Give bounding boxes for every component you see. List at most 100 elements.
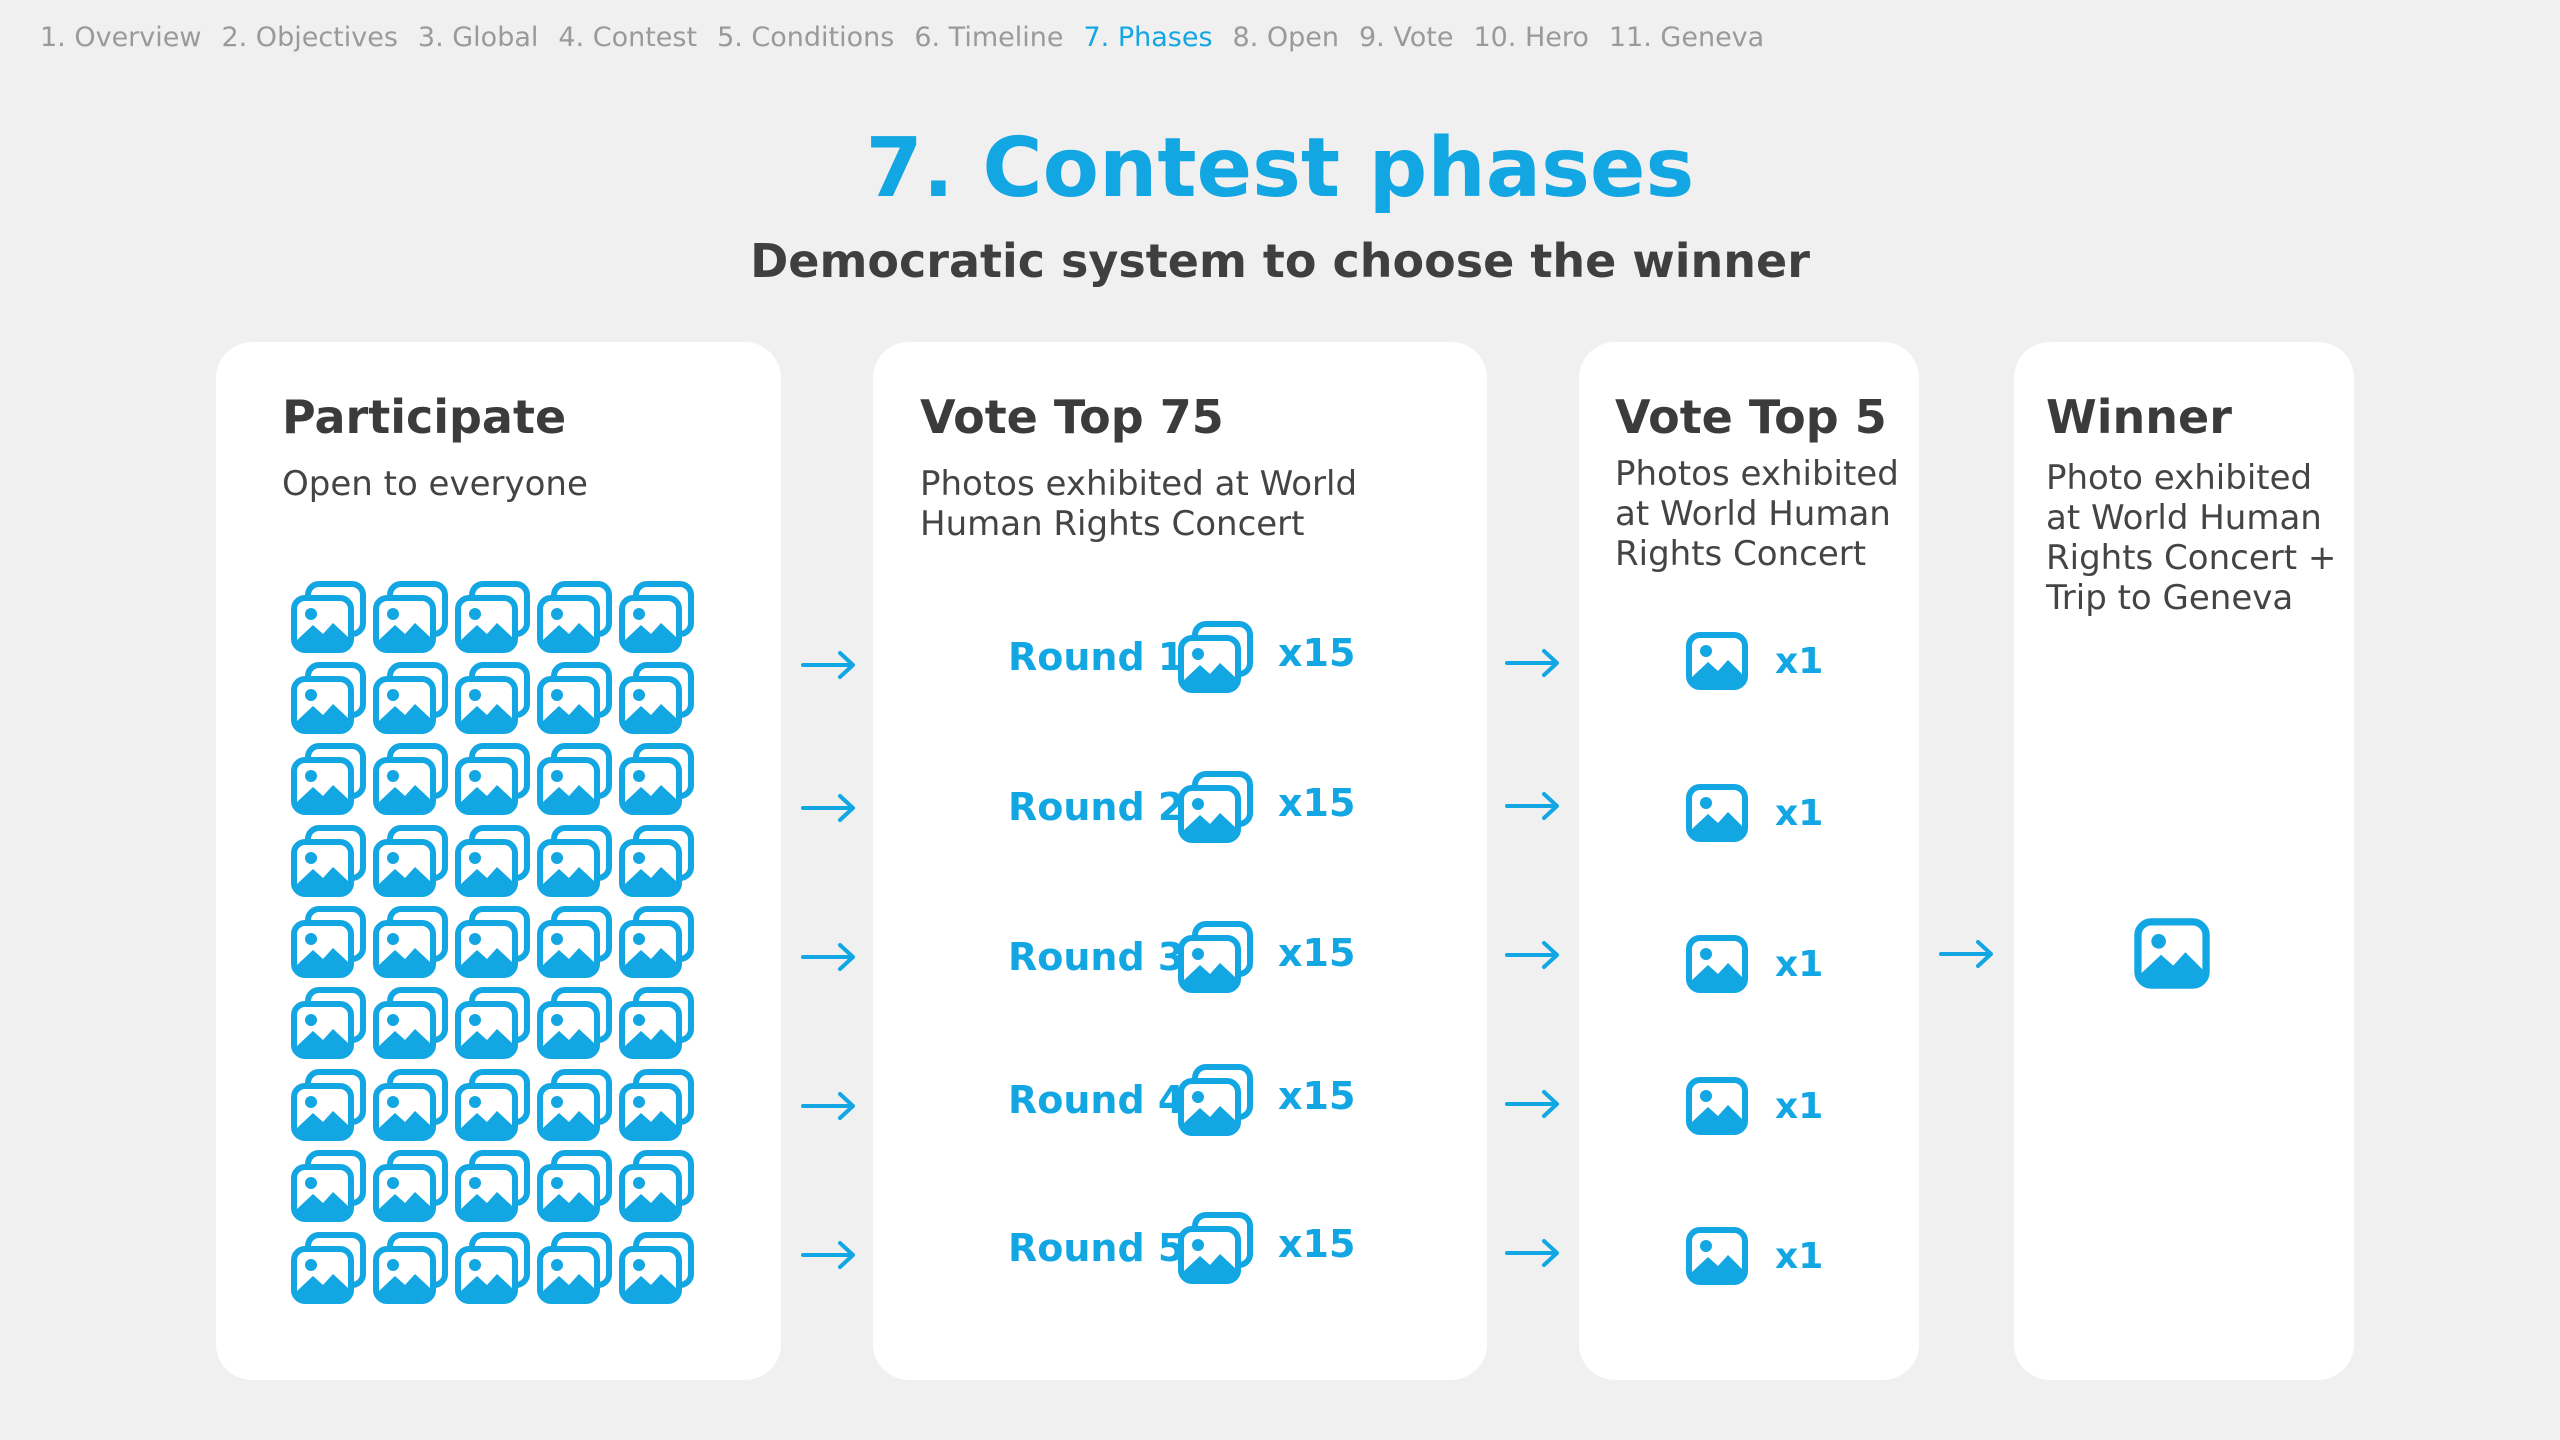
photo-stack-cell [288,1064,370,1145]
photo-stack-icon [537,661,613,735]
photo-stack-cell [288,902,370,983]
photo-stack-cell [452,983,534,1064]
photo-stack-icon [1178,620,1254,694]
arrow-right-icon [800,793,858,823]
participate-title: Participate [282,390,567,444]
photo-stack-cell [534,820,616,901]
photo-stack-icon [455,986,531,1060]
arrow-right-icon [800,1091,858,1121]
photo-stack-cell [452,1064,534,1145]
top75-card: Vote Top 75 Photos exhibited at World Hu… [873,342,1487,1380]
top75-description: Photos exhibited at World Human Rights C… [920,464,1358,544]
page-subtitle: Democratic system to choose the winner [750,234,1810,288]
photo-stack-icon [455,905,531,979]
photo-stack-cell [534,902,616,983]
arrow-right-icon [1504,940,1562,970]
photo-stack-cell [616,983,698,1064]
photo-stack-cell [288,739,370,820]
photo-icon [1685,1076,1749,1136]
finalist-row: x1 [1685,621,1823,701]
photo-stack-icon [291,742,367,816]
nav-item-phases[interactable]: 7. Phases [1083,22,1213,53]
round-label: Round 3 [1008,935,1185,979]
winner-card: Winner Photo exhibited at World Human Ri… [2014,342,2354,1380]
nav-item-overview[interactable]: 1. Overview [40,22,202,53]
finalist-count: x1 [1775,1085,1824,1127]
photo-stack-cell [534,657,616,738]
photo-stack-cell [370,902,452,983]
nav-item-timeline[interactable]: 6. Timeline [914,22,1064,53]
arrow-right-icon [1504,648,1562,678]
photo-stack-icon [291,824,367,898]
arrow-right-icon [800,942,858,972]
round-row: Round 4 x15 [1008,1060,1355,1140]
photo-stack-icon [455,580,531,654]
photo-stack-icon [291,1149,367,1223]
participate-description: Open to everyone [282,464,588,504]
photo-stack-cell [452,1146,534,1227]
round-row: Round 1 x15 [1008,617,1355,697]
photo-stack-icon [455,824,531,898]
nav-item-geneva[interactable]: 11. Geneva [1608,22,1765,53]
photo-icon [1685,934,1749,994]
photo-stack-icon [619,580,695,654]
round-row: Round 3 x15 [1008,917,1355,997]
nav-item-contest[interactable]: 4. Contest [558,22,698,53]
nav-item-vote[interactable]: 9. Vote [1359,22,1454,53]
photo-stack-cell [616,902,698,983]
round-count: x15 [1278,781,1356,825]
photo-icon [1685,783,1749,843]
nav-item-global[interactable]: 3. Global [417,22,539,53]
photo-stack-icon [537,824,613,898]
photo-stack-icon [291,1068,367,1142]
winner-title: Winner [2046,390,2232,444]
photo-stack-icon [455,661,531,735]
photo-stack-cell [370,820,452,901]
photo-stack-cell [288,576,370,657]
winner-photo-icon [2133,917,2211,990]
photo-stack-icon [537,1231,613,1305]
top5-title: Vote Top 5 [1615,390,1887,444]
finalist-row: x1 [1685,1216,1823,1296]
photo-stack-icon [373,661,449,735]
photo-stack-cell [534,739,616,820]
round-row: Round 2 x15 [1008,767,1355,847]
photo-stack-cell [288,820,370,901]
photo-stack-cell [452,820,534,901]
nav-item-hero[interactable]: 10. Hero [1473,22,1589,53]
photo-icon [1685,631,1749,691]
photo-stack-icon [619,661,695,735]
photo-stack-cell [370,657,452,738]
arrow-right-icon [1504,1089,1562,1119]
nav-item-objectives[interactable]: 2. Objectives [221,22,398,53]
photo-stack-icon [619,1068,695,1142]
photo-stack-cell [370,1064,452,1145]
top5-card: Vote Top 5 Photos exhibited at World Hum… [1579,342,1919,1380]
photo-stack-cell [616,1064,698,1145]
photo-stack-icon [291,661,367,735]
photo-stack-icon [373,1149,449,1223]
photo-stack-icon [537,580,613,654]
winner-description: Photo exhibited at World Human Rights Co… [2046,458,2337,618]
photo-stack-icon [537,1149,613,1223]
photo-stack-icon [1178,770,1254,844]
round-count: x15 [1278,1222,1356,1266]
photo-stack-cell [288,1146,370,1227]
photo-stack-icon [291,1231,367,1305]
photo-stack-cell [616,1227,698,1308]
finalist-count: x1 [1775,640,1824,682]
participate-photo-grid [288,576,698,1309]
photo-stack-cell [452,1227,534,1308]
round-label: Round 2 [1008,785,1185,829]
photo-stack-cell [288,1227,370,1308]
photo-stack-icon [619,905,695,979]
nav-item-conditions[interactable]: 5. Conditions [717,22,895,53]
photo-stack-icon [619,742,695,816]
photo-stack-icon [537,742,613,816]
photo-stack-cell [288,983,370,1064]
page-title: 7. Contest phases [865,121,1695,216]
photo-stack-icon [291,580,367,654]
photo-stack-cell [370,576,452,657]
nav-item-open[interactable]: 8. Open [1232,22,1339,53]
